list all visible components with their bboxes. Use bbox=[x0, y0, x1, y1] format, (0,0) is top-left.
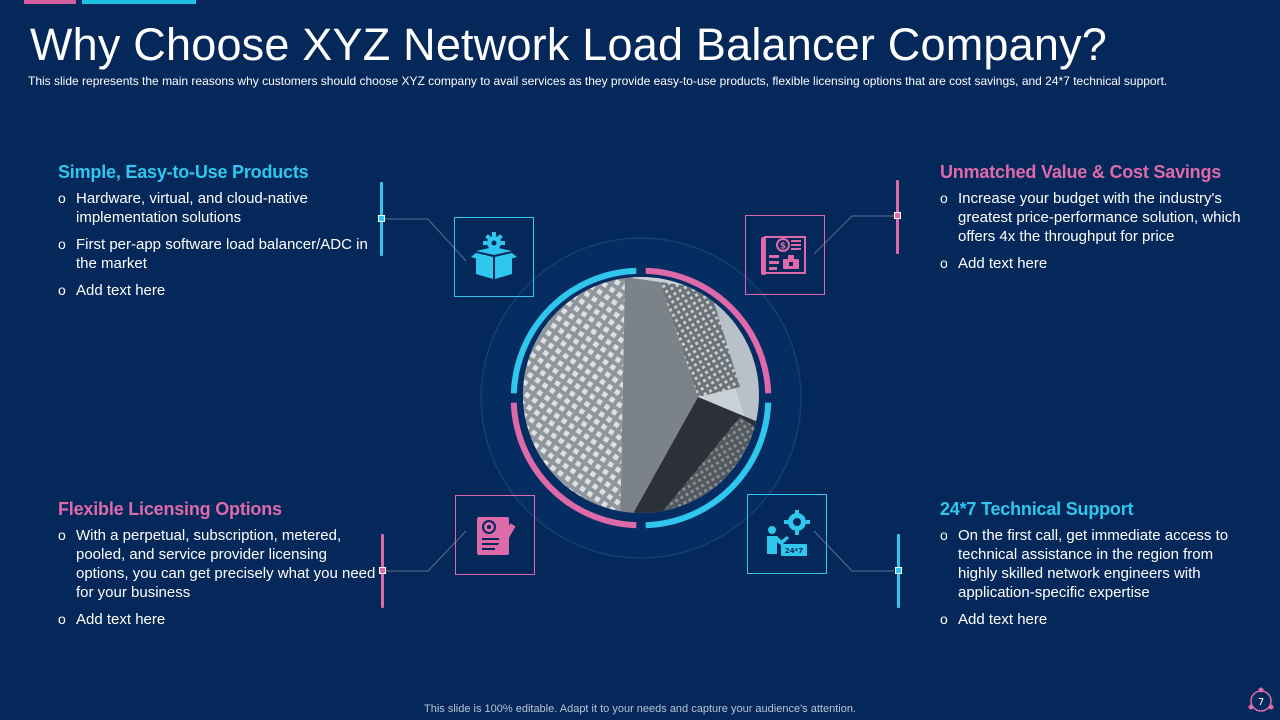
block-heading: Flexible Licensing Options bbox=[58, 499, 282, 519]
icon-box-licensing bbox=[455, 495, 535, 575]
license-document-icon bbox=[477, 517, 516, 555]
slide-subtitle: This slide represents the main reasons w… bbox=[28, 74, 1168, 88]
financial-plan-icon: $ bbox=[761, 236, 806, 275]
footer-note: This slide is 100% editable. Adapt it to… bbox=[424, 703, 856, 715]
block-heading: Simple, Easy-to-Use Products bbox=[58, 162, 309, 182]
page-number-badge: 7 bbox=[1248, 687, 1274, 712]
gear-box-icon bbox=[471, 232, 517, 279]
icon-box-value: $ bbox=[745, 215, 825, 295]
ring-arc-top-left bbox=[510, 267, 637, 394]
block-heading: 24*7 Technical Support bbox=[940, 499, 1134, 519]
accent-square-bottom-right bbox=[895, 567, 902, 574]
slide-title: Why Choose XYZ Network Load Balancer Com… bbox=[30, 19, 1108, 70]
connector-top-left bbox=[385, 218, 467, 262]
block-heading: Unmatched Value & Cost Savings bbox=[940, 162, 1222, 182]
ring-arc-bottom-left bbox=[510, 402, 637, 529]
connector-bottom-left bbox=[385, 530, 467, 572]
top-accent-cyan bbox=[82, 0, 196, 4]
support-icon-label: 24*7 bbox=[785, 547, 803, 555]
connector-top-right bbox=[813, 215, 894, 255]
support-24-7-icon: 24*7 bbox=[767, 510, 810, 556]
ring-arc-bottom-right bbox=[645, 402, 772, 529]
icon-box-products bbox=[454, 217, 534, 297]
svg-text:$: $ bbox=[780, 242, 786, 252]
accent-square-top-right bbox=[894, 212, 901, 219]
center-building-graphic bbox=[480, 237, 802, 559]
icon-box-support: 24*7 bbox=[747, 494, 827, 574]
top-accent-pink bbox=[24, 0, 76, 4]
accent-square-bottom-left bbox=[379, 567, 386, 574]
ring-arc-top-right bbox=[645, 267, 772, 394]
page-number: 7 bbox=[1258, 697, 1264, 708]
accent-square-top-left bbox=[378, 215, 385, 222]
